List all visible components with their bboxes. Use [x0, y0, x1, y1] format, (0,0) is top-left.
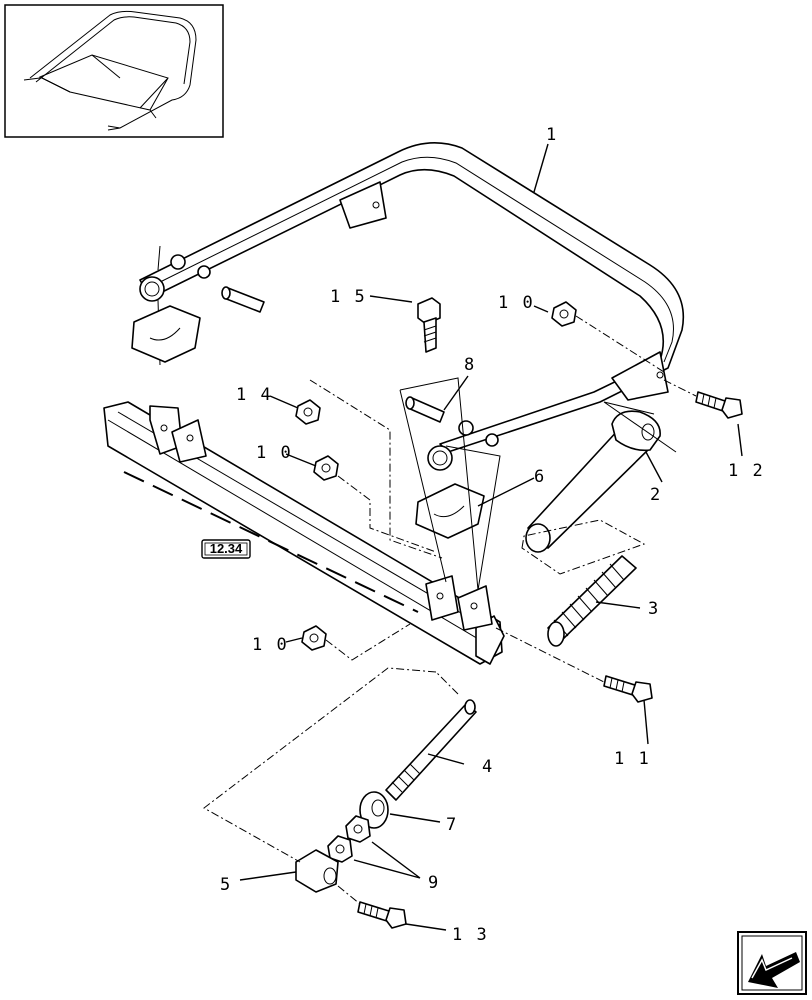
nut-10-low — [301, 625, 327, 651]
pin-left — [221, 286, 265, 313]
clevis-block-5 — [295, 849, 339, 893]
nuts-9 — [327, 815, 371, 863]
callout-4: 4 — [482, 757, 494, 777]
spring-3 — [547, 555, 637, 647]
threaded-rod-4 — [385, 699, 477, 801]
cushion-block-6 — [415, 483, 485, 539]
inset-thumbnail — [4, 4, 224, 138]
spring-guide-2 — [525, 410, 661, 553]
previous-page-button[interactable] — [737, 931, 807, 995]
callout-10-mid: 1 0 — [256, 443, 293, 463]
callout-15: 1 5 — [330, 287, 367, 307]
leader-lines — [239, 143, 743, 931]
nut-14 — [295, 399, 321, 425]
pin-8 — [405, 396, 445, 423]
callout-10-top: 1 0 — [498, 293, 535, 313]
callout-11: 1 1 — [614, 749, 651, 769]
bolt-13 — [357, 901, 407, 929]
callout-1: 1 — [546, 125, 558, 145]
callouts: 1 2 3 4 5 6 7 8 9 1 0 1 0 1 0 1 1 1 2 1 … — [220, 125, 765, 945]
callout-2: 2 — [650, 485, 662, 505]
seat-frame-tube — [139, 142, 685, 471]
bolt-11 — [603, 675, 653, 703]
cushion-block-left — [131, 305, 201, 363]
nut-10-mid — [313, 455, 339, 481]
assembly-lines — [123, 315, 697, 905]
previous-page-arrow-icon — [748, 952, 800, 988]
seat-frame-thumbnail-icon — [23, 10, 197, 131]
callout-12: 1 2 — [728, 461, 765, 481]
callout-6: 6 — [534, 467, 546, 487]
callout-8: 8 — [464, 355, 476, 375]
reference-badge[interactable]: 12.34 — [201, 539, 251, 559]
bolt-12 — [695, 391, 743, 419]
callout-9: 9 — [428, 873, 440, 893]
callout-3: 3 — [648, 599, 660, 619]
callout-10-low: 1 0 — [252, 635, 289, 655]
callout-7: 7 — [446, 815, 458, 835]
callout-14: 1 4 — [236, 385, 273, 405]
bolt-15 — [417, 297, 441, 353]
nut-10-top — [551, 301, 577, 327]
callout-5: 5 — [220, 875, 232, 895]
reference-badge-label: 12.34 — [210, 541, 243, 556]
callout-13: 1 3 — [452, 925, 489, 945]
